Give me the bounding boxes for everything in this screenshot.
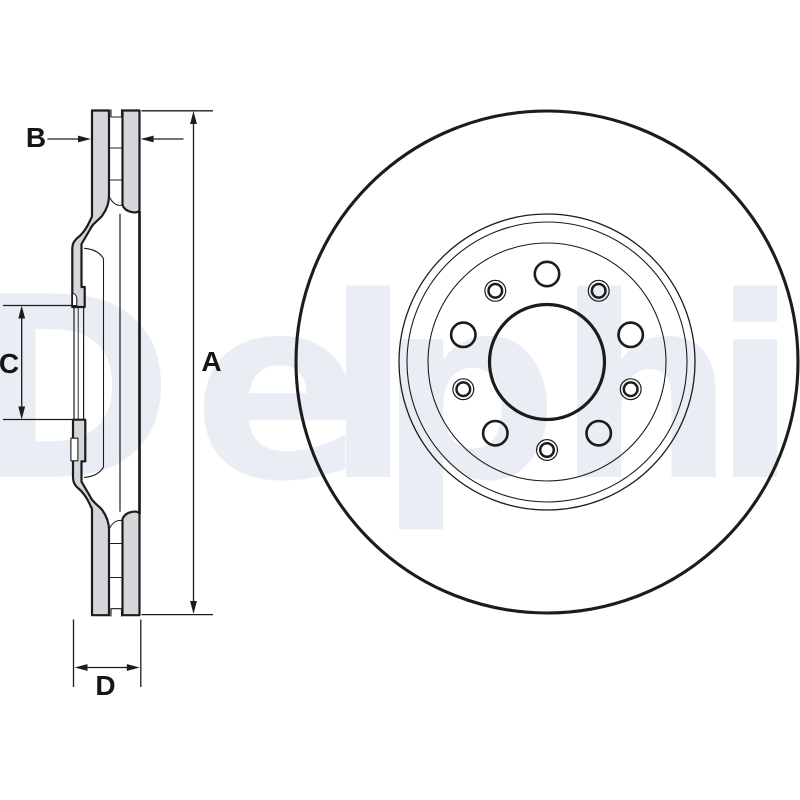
vent-notch-top	[110, 109, 123, 118]
front-view	[294, 109, 800, 615]
dimension-label-a: A	[201, 346, 221, 377]
dimension-label-b: B	[26, 122, 46, 153]
vent-channel-lines-bottom	[108, 519, 123, 578]
pilot-holes	[452, 279, 642, 462]
friction-surface-inner-circle	[398, 213, 696, 511]
pilot-hole	[535, 439, 558, 462]
vent-notch-bottom	[110, 608, 123, 617]
arrowhead	[18, 406, 26, 420]
delphi-watermark: D e l p h i	[0, 244, 798, 537]
section-inboard-ring-bottom	[121, 510, 141, 617]
pilot-hole	[452, 378, 475, 401]
pilot-hole	[587, 279, 610, 302]
arrowhead	[190, 111, 197, 124]
dimension-a: A	[141, 110, 222, 616]
watermark-letter-i: i	[712, 244, 798, 537]
lug-hole	[585, 419, 613, 447]
arrowhead	[18, 305, 26, 319]
hat-transition-lines	[83, 247, 105, 478]
lug-holes	[449, 260, 645, 447]
arrowhead	[140, 135, 154, 143]
dimension-c: C	[0, 304, 73, 421]
flange-hole-notch-top	[71, 292, 78, 307]
watermark-letter-e: e	[193, 244, 364, 537]
watermark-letter-p: p	[378, 244, 558, 537]
watermark-letter-h: h	[556, 244, 735, 537]
section-outboard-ring-top	[71, 109, 111, 309]
arrowhead	[190, 601, 197, 614]
lug-hole	[617, 321, 645, 349]
vent-channel-lines-top	[108, 147, 123, 206]
pilot-hole	[619, 378, 642, 401]
section-inboard-ring-top	[121, 109, 141, 214]
dimension-label-c: C	[0, 348, 19, 379]
section-outboard-ring-bottom	[71, 418, 111, 617]
center-bore	[487, 302, 607, 422]
arrowhead	[74, 664, 88, 671]
arrowhead	[78, 135, 91, 143]
flange-hole-notch-bottom	[70, 437, 79, 462]
lug-hole	[481, 419, 509, 447]
hat-edge-circle	[406, 221, 688, 503]
dimension-d: D	[72, 619, 142, 701]
dimension-label-d: D	[95, 670, 115, 701]
hub-face-circle	[427, 242, 667, 482]
watermark-letter-l: l	[325, 244, 411, 537]
disc-outer-edge	[294, 109, 800, 615]
watermark-letter-d: D	[0, 244, 174, 537]
cross-section-view	[70, 109, 141, 617]
lug-hole	[533, 260, 561, 288]
lug-hole	[449, 321, 477, 349]
hub-bore-surface-lines	[73, 307, 85, 420]
dimension-b: B	[26, 122, 184, 153]
arrowhead	[126, 664, 140, 671]
pilot-hole	[484, 279, 507, 302]
